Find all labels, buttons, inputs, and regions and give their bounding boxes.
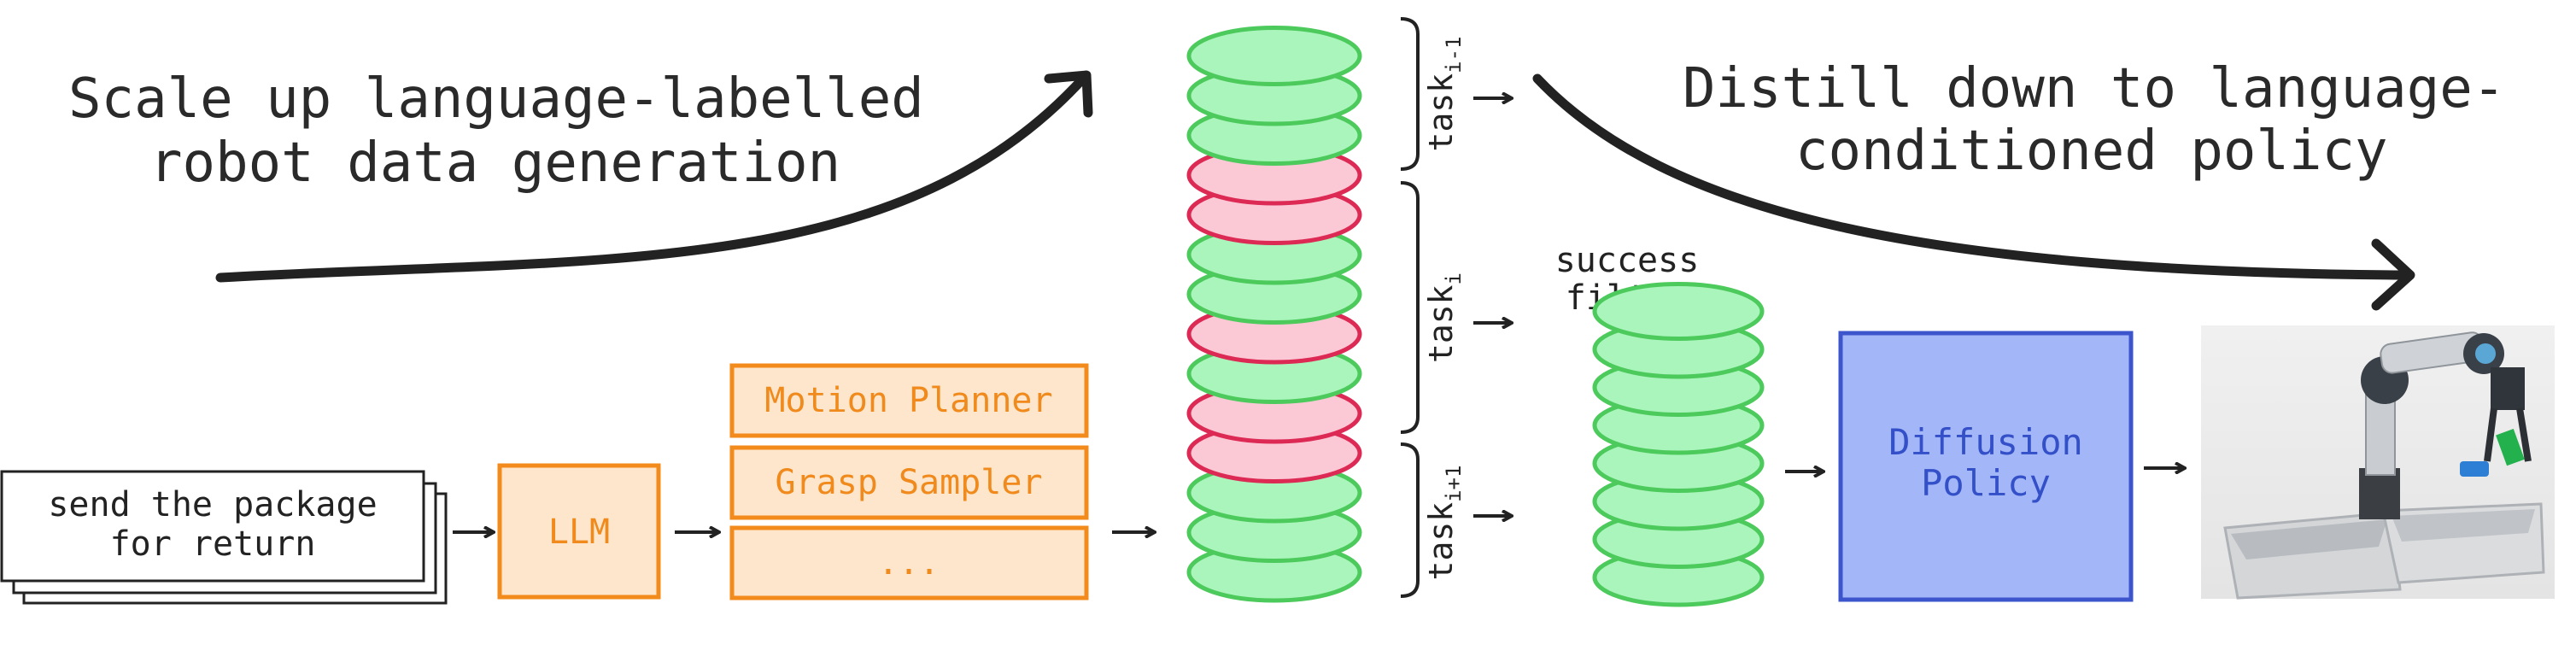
filtered-disk-green (1592, 282, 1765, 341)
robot-photo (2201, 325, 2555, 600)
scale-up-arrowhead (1044, 70, 1093, 118)
policy-label-line2: Policy (1921, 462, 2051, 504)
headline-right-line2: conditioned policy (1795, 120, 2388, 183)
svg-text:taski+1: taski+1 (1422, 466, 1466, 581)
filtered-data-stack (1592, 282, 1765, 607)
stack-disk-green (1186, 26, 1362, 86)
llm-box (497, 463, 661, 600)
motion-planner-box (729, 363, 1089, 438)
llm-label: LLM (548, 513, 610, 552)
svg-text:taski-1: taski-1 (1422, 37, 1466, 152)
more-tools-box (729, 525, 1089, 600)
generated-data-stack (1186, 26, 1362, 603)
robot-base (2359, 468, 2400, 519)
headline-left-line2: robot data generation (149, 132, 840, 195)
task-input-line2: for return (110, 524, 316, 564)
robot-gripper (2484, 407, 2532, 462)
svg-text:taski: taski (1422, 272, 1466, 363)
bracket-task-prev (1400, 17, 1420, 171)
headline-left-line1: Scale up language-labelled (68, 67, 924, 131)
tool-boxes: Motion Planner Grasp Sampler ... (729, 363, 1089, 600)
task-label-prev: taski-1 (1422, 37, 1466, 152)
bracket-task-curr (1400, 181, 1420, 434)
distill-arrowhead (2371, 238, 2415, 311)
task-input-line1: send the package (48, 485, 377, 524)
task-label-next: taski+1 (1422, 466, 1466, 581)
scale-up-arrow (215, 73, 1088, 283)
policy-label-line1: Diffusion (1888, 421, 2083, 463)
motion-planner-label: Motion Planner (764, 381, 1052, 420)
bracket-task-next (1400, 442, 1420, 598)
success-filter-line1: success (1555, 241, 1700, 280)
more-tools-label: ... (878, 543, 940, 583)
task-label-curr: taski (1422, 272, 1466, 363)
diffusion-policy-box (1838, 331, 2134, 602)
grasp-sampler-label: Grasp Sampler (775, 463, 1042, 502)
grasp-sampler-box (729, 445, 1089, 520)
distill-arrow (1532, 73, 2407, 280)
headline-right-line1: Distill down to language- (1683, 57, 2505, 120)
task-input-cards: send the package for return (0, 470, 448, 605)
